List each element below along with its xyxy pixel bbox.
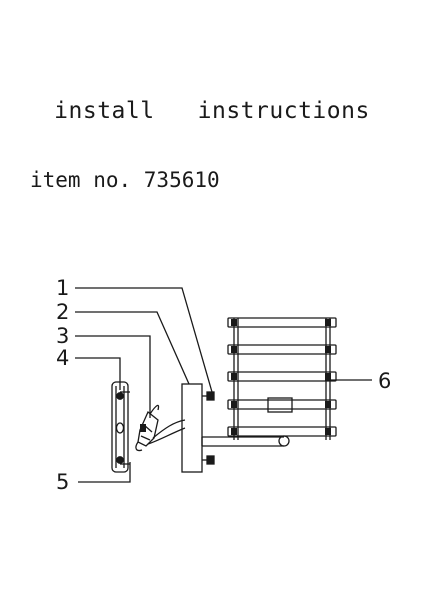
callout-5: 5	[56, 470, 69, 494]
callout-4: 4	[56, 346, 69, 370]
leader-3	[75, 335, 151, 418]
glass-slat	[227, 344, 337, 355]
callout-numbers: 1 2 3 4 5 6	[56, 276, 391, 494]
leader-lines	[75, 287, 372, 483]
leader-2	[75, 311, 190, 385]
instructions-title: install instructions	[54, 98, 370, 124]
slat-clips	[231, 319, 331, 435]
callout-2: 2	[56, 300, 69, 324]
callout-3: 3	[56, 324, 69, 348]
fixture-arm	[201, 435, 290, 447]
glass-slat	[227, 371, 337, 382]
glass-slat	[227, 399, 337, 410]
leader-4	[75, 357, 121, 390]
light-fixture	[227, 317, 337, 440]
wire-connector	[135, 404, 186, 452]
item-number: item no. 735610	[30, 168, 220, 192]
glass-slat	[227, 317, 337, 328]
leader-5	[78, 462, 131, 483]
leader-1	[75, 287, 213, 393]
bulb-socket	[267, 397, 293, 413]
screw-icon	[116, 391, 130, 400]
mounting-rail	[111, 381, 130, 473]
screw-icon	[116, 456, 130, 465]
callout-1: 1	[56, 276, 69, 300]
screw-icon	[202, 391, 215, 401]
glass-slat	[227, 426, 337, 437]
screw-icon	[202, 455, 215, 465]
wall-plate	[181, 383, 215, 473]
callout-6: 6	[378, 369, 391, 393]
